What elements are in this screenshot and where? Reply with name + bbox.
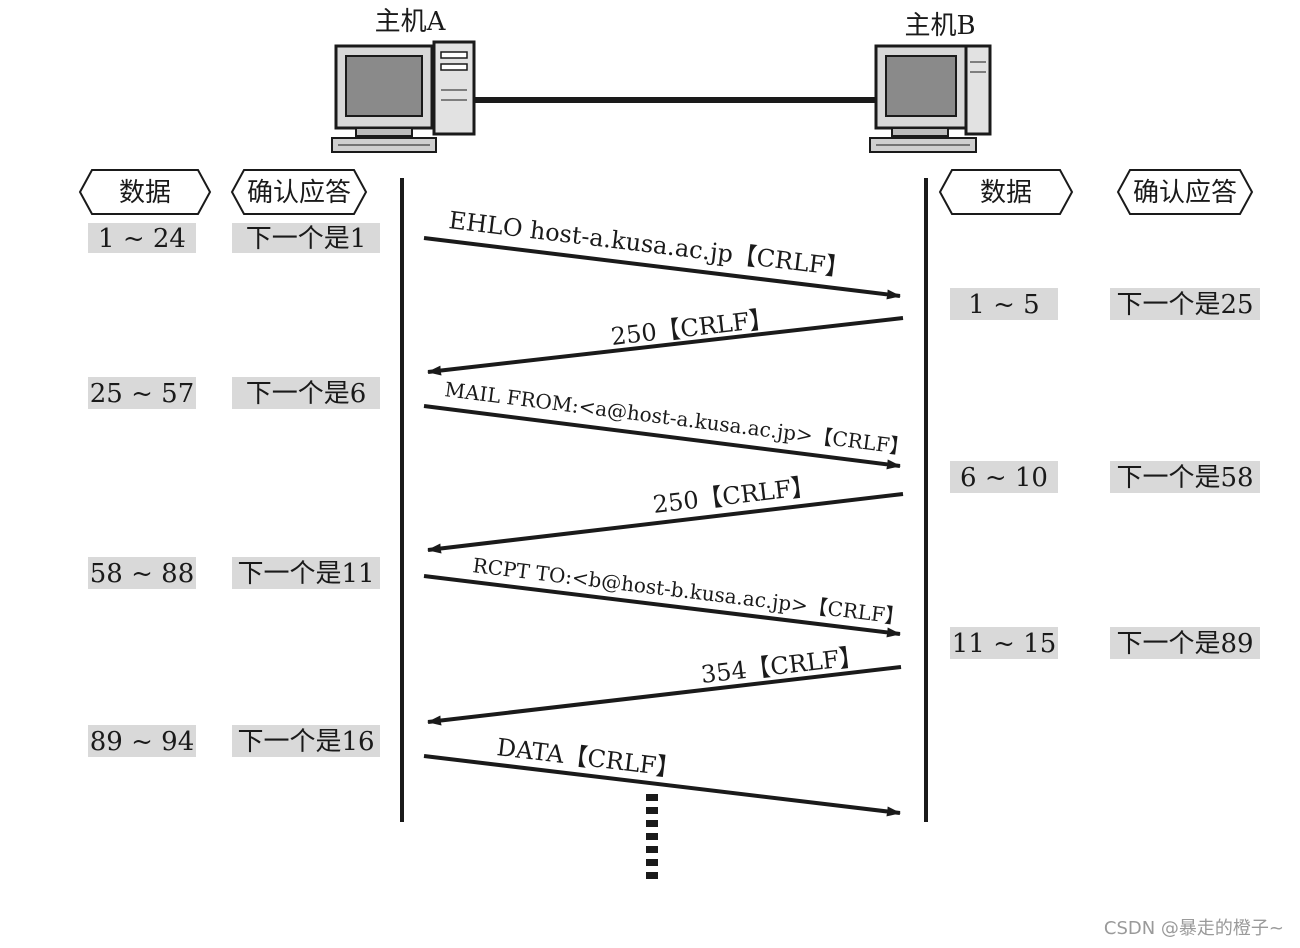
watermark: CSDN @暴走的橙子~ [1103, 918, 1284, 939]
host-b-row-2: 6 ~ 10 下一个是58 [950, 461, 1260, 493]
host-a-row-3: 58 ~ 88 下一个是11 [88, 557, 380, 589]
host-b-row-3: 11 ~ 15 下一个是89 [950, 627, 1260, 659]
host-a-data-header-label: 数据 [119, 178, 171, 208]
host-a-row-data: 25 ~ 57 [90, 379, 194, 409]
host-a-label: 主机A [375, 7, 447, 37]
host-b-row-data: 6 ~ 10 [960, 463, 1048, 493]
message-354-reply: 354【CRLF】 [427, 642, 902, 726]
host-b-ack-header-label: 确认应答 [1133, 178, 1237, 208]
host-b-data-header: 数据 [938, 169, 1074, 215]
host-a-row-data: 1 ~ 24 [98, 224, 186, 254]
host-b-row-data: 1 ~ 5 [968, 290, 1039, 320]
message-250-mail-reply: 250【CRLF】 [427, 472, 904, 554]
host-b-computer-icon [869, 44, 992, 153]
host-a-row-ack: 下一个是11 [237, 559, 374, 589]
message-mail-from: MAIL FROM:<a@host-a.kusa.ac.jp>【CRLF】 [423, 377, 911, 470]
host-b-ack-header: 确认应答 [1116, 169, 1254, 215]
message-data: DATA【CRLF】 [423, 733, 901, 817]
host-b-row-ack: 下一个是89 [1116, 629, 1253, 659]
host-a-computer-icon [331, 40, 476, 153]
host-a-data-header: 数据 [78, 169, 212, 215]
host-b-row-1: 1 ~ 5 下一个是25 [950, 288, 1260, 320]
host-a-ack-header-label: 确认应答 [247, 178, 351, 208]
host-a-row-ack: 下一个是1 [246, 224, 367, 254]
message-ehlo: EHLO host-a.kusa.ac.jp【CRLF】 [423, 206, 901, 300]
message-250-ehlo-reply: 250【CRLF】 [427, 305, 904, 376]
host-a-row-data: 58 ~ 88 [90, 559, 194, 589]
host-b-row-ack: 下一个是58 [1116, 463, 1253, 493]
host-a-row-2: 25 ~ 57 下一个是6 [88, 377, 380, 409]
host-a-row-4: 89 ~ 94 下一个是16 [88, 725, 380, 757]
host-a-row-ack: 下一个是6 [246, 379, 367, 409]
host-a-ack-header: 确认应答 [230, 169, 368, 215]
host-a-row-ack: 下一个是16 [237, 727, 374, 757]
message-ehlo-label: EHLO host-a.kusa.ac.jp【CRLF】 [447, 206, 851, 282]
host-a-row-1: 1 ~ 24 下一个是1 [88, 223, 380, 254]
host-b-row-data: 11 ~ 15 [952, 629, 1056, 659]
host-b-data-header-label: 数据 [980, 178, 1032, 208]
message-250-ehlo-reply-label: 250【CRLF】 [610, 305, 775, 351]
host-a-row-data: 89 ~ 94 [90, 727, 194, 757]
message-rcpt-to: RCPT TO:<b@host-b.kusa.ac.jp>【CRLF】 [423, 553, 906, 638]
host-b-label: 主机B [904, 11, 975, 41]
host-b-row-ack: 下一个是25 [1116, 290, 1253, 320]
